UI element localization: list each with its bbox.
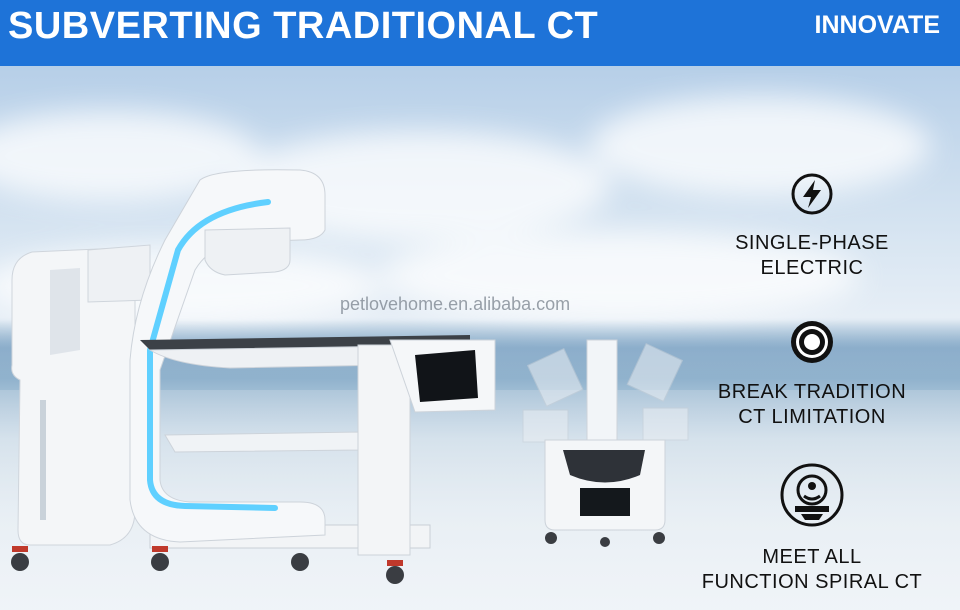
feature-single-phase: SINGLE-PHASE ELECTRIC bbox=[682, 170, 942, 281]
page-title: SUBVERTING TRADITIONAL CT bbox=[8, 5, 599, 47]
feature-1-line-2: ELECTRIC bbox=[760, 257, 864, 279]
ct-machine-image bbox=[11, 169, 496, 584]
watermark: petlovehome.en.alibaba.com bbox=[340, 294, 571, 314]
feature-2-line-1: BREAK TRADITION bbox=[717, 381, 907, 403]
feature-3-line-2: FUNCTION SPIRAL CT bbox=[701, 571, 923, 593]
feature-break-tradition: BREAK TRADITION CT LIMITATION bbox=[682, 318, 942, 430]
header-bar: SUBVERTING TRADITIONAL CT INNOVATE bbox=[0, 0, 960, 66]
innovate-tag: INNOVATE bbox=[814, 11, 940, 39]
feature-2-line-2: CT LIMITATION bbox=[738, 406, 886, 428]
lightning-icon bbox=[791, 173, 833, 215]
ring-icon bbox=[791, 321, 833, 363]
feature-3-line-1: MEET ALL bbox=[762, 546, 862, 568]
spiral-ct-scanner-icon bbox=[780, 463, 844, 527]
feature-1-line-1: SINGLE-PHASE bbox=[735, 232, 889, 254]
sky-clouds bbox=[0, 96, 930, 326]
feature-spiral-ct: MEET ALL FUNCTION SPIRAL CT bbox=[682, 462, 942, 595]
mobile-ct-unit-image bbox=[522, 339, 689, 547]
